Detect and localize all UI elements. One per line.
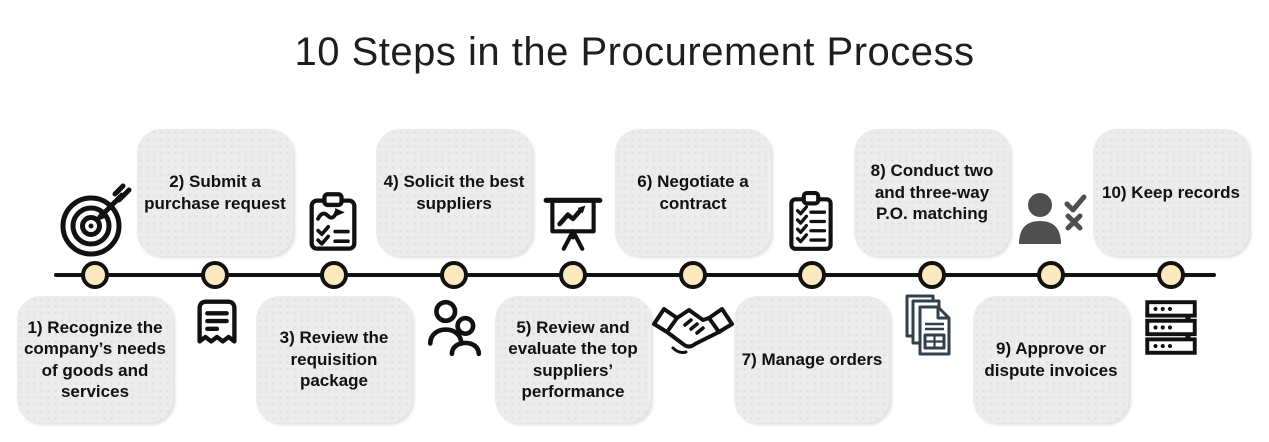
step-label-6: 6) Negotiate a contract [637,172,749,213]
timeline-node-9 [1037,261,1065,289]
clipboard-chart-icon [301,190,365,254]
step-label-5: 5) Review and evaluate the top suppliers… [508,317,638,401]
step-label-9: 9) Approve or dispute invoices [984,339,1118,380]
step-box-5: 5) Review and evaluate the top suppliers… [495,296,651,423]
timeline-node-1 [81,261,109,289]
timeline-node-10 [1157,261,1185,289]
step-label-4: 4) Solicit the best suppliers [383,172,525,213]
timeline-node-5 [559,261,587,289]
step-label-2: 2) Submit a purchase request [144,172,286,213]
step-box-8: 8) Conduct two and three-way P.O. matchi… [854,129,1010,256]
step-box-10: 10) Keep records [1093,129,1249,256]
timeline-node-6 [679,261,707,289]
timeline-node-4 [440,261,468,289]
step-label-10: 10) Keep records [1102,182,1240,202]
handshake-icon [651,299,735,357]
server-records-icon [1139,297,1203,359]
timeline-node-7 [798,261,826,289]
step-label-7: 7) Manage orders [741,349,883,369]
person-approve-reject-icon [1010,188,1096,256]
invoice-documents-icon [901,292,963,358]
clipboard-checklist-icon [780,190,842,254]
target-dart-icon [57,182,135,260]
people-icon [423,296,485,360]
receipt-icon [188,294,246,352]
step-box-2: 2) Submit a purchase request [137,129,293,256]
step-label-1: 1) Recognize the company’s needs of good… [23,317,167,401]
presentation-chart-icon [540,192,606,254]
step-box-1: 1) Recognize the company’s needs of good… [17,296,173,423]
step-box-3: 3) Review the requisition package [256,296,412,423]
step-box-7: 7) Manage orders [734,296,890,423]
page-title: 10 Steps in the Procurement Process [294,30,975,74]
timeline-node-8 [918,261,946,289]
timeline-node-3 [320,261,348,289]
step-label-3: 3) Review the requisition package [279,328,389,391]
step-label-8: 8) Conduct two and three-way P.O. matchi… [870,161,994,224]
timeline-line [54,273,1216,277]
step-box-4: 4) Solicit the best suppliers [376,129,532,256]
timeline-node-2 [201,261,229,289]
step-box-6: 6) Negotiate a contract [615,129,771,256]
step-box-9: 9) Approve or dispute invoices [973,296,1129,423]
